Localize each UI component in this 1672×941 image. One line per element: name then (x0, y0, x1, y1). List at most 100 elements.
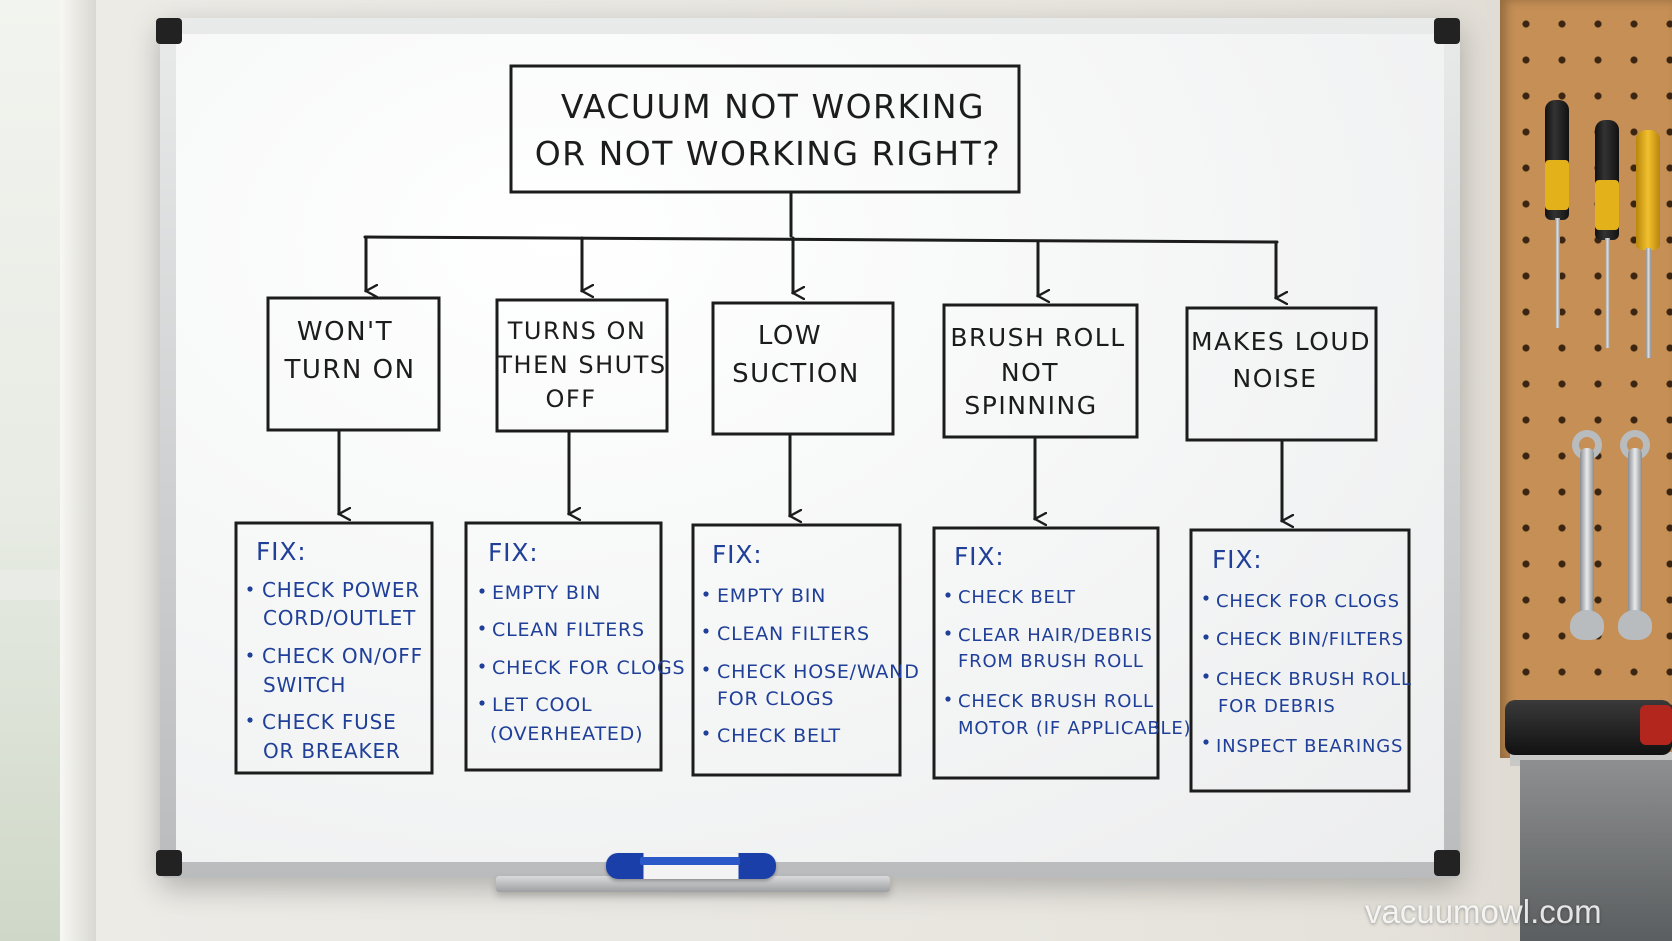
bullet-icon (247, 586, 253, 592)
bullet-icon (945, 592, 951, 598)
bullet-icon (703, 730, 709, 736)
frame-corner (156, 18, 182, 44)
bullet-icon (479, 663, 485, 669)
fix-list-1: FIX: CHECK POWER CORD/OUTLET CHECK ON/OF… (247, 537, 422, 763)
category-2-title: TURNS ON THEN SHUTS OFF (496, 317, 666, 413)
category-box-1 (266, 296, 441, 432)
category-4-title-line-3: SPINNING (964, 391, 1097, 420)
whiteboard (176, 34, 1444, 862)
fix-item-line: CHECK BRUSH ROLL (1216, 669, 1412, 690)
fix-boxes (234, 521, 1411, 793)
bullet-icon (703, 591, 709, 597)
marker-label (640, 857, 740, 865)
fix-label: FIX: (954, 542, 1005, 571)
fix-item-line: (OVERHEATED) (490, 723, 643, 745)
watermark: vacuumowl.com (1365, 893, 1602, 930)
category-2-title-line-3: OFF (546, 385, 597, 413)
category-5-title-line-1: MAKES LOUD (1191, 327, 1371, 356)
fix-box-1 (234, 521, 434, 775)
fix-item-line: CHECK HOSE/WAND (717, 661, 920, 683)
fix-item-line: CHECK BIN/FILTERS (1216, 629, 1404, 650)
fix-label: FIX: (712, 540, 763, 569)
category-2-title-line-1: TURNS ON (507, 317, 647, 345)
question-line-2: OR NOT WORKING RIGHT? (535, 134, 1002, 173)
category-boxes (266, 296, 1378, 442)
bullet-icon (1203, 673, 1209, 679)
category-1-title-line-1: WON'T (297, 317, 393, 347)
fix-label: FIX: (1212, 545, 1263, 574)
fix-item-line: LET COOL (492, 694, 592, 716)
bullet-icon (479, 588, 485, 594)
fix-item-line: CHECK FUSE (262, 710, 397, 734)
bullet-icon (945, 696, 951, 702)
window-light (0, 0, 60, 941)
fix-list-4: FIX: CHECK BELT CLEAR HAIR/DEBRIS FROM B… (945, 542, 1191, 739)
category-1-title-line-2: TURN ON (283, 355, 415, 385)
category-box-3 (711, 301, 895, 436)
fix-box-2 (464, 521, 663, 772)
fix-box-5 (1189, 528, 1411, 793)
category-3-title-line-2: SUCTION (732, 359, 860, 389)
bullet-icon (1203, 739, 1209, 745)
fix-item-line: INSPECT BEARINGS (1216, 736, 1403, 757)
frame-corner (1434, 18, 1460, 44)
category-4-title-line-2: NOT (1001, 358, 1059, 387)
fix-list-2: FIX: EMPTY BIN CLEAN FILTERS CHECK FOR C… (479, 538, 685, 745)
fix-item-line: FOR DEBRIS (1218, 696, 1336, 717)
fix-item-line: CLEAR HAIR/DEBRIS (958, 625, 1153, 646)
window-rail (0, 570, 60, 600)
fix-list-3: FIX: EMPTY BIN CLEAN FILTERS CHECK HOSE/… (703, 540, 919, 747)
bullet-icon (1203, 634, 1209, 640)
fix-item-line: OR BREAKER (263, 739, 401, 763)
category-3-title-line-1: LOW (758, 321, 822, 351)
fix-box-3 (691, 523, 902, 777)
bullet-icon (247, 652, 253, 658)
fix-item-line: CLEAN FILTERS (717, 623, 870, 645)
fix-connectors (339, 430, 1282, 521)
category-2-title-line-2: THEN SHUTS (496, 351, 666, 379)
category-5-title-line-2: NOISE (1233, 364, 1318, 393)
workbench (1520, 760, 1672, 941)
fix-item-line: CHECK FOR CLOGS (492, 657, 685, 679)
fix-item-line: MOTOR (IF APPLICABLE) (958, 718, 1191, 739)
category-3-title: LOW SUCTION (732, 321, 860, 389)
bullet-icon (703, 666, 709, 672)
fix-item-line: CHECK FOR CLOGS (1216, 591, 1400, 612)
fix-item-line: EMPTY BIN (492, 582, 601, 604)
category-5-title: MAKES LOUD NOISE (1191, 327, 1371, 393)
drill-accent (1640, 705, 1672, 745)
fix-item-line: CHECK BELT (958, 587, 1076, 608)
fix-item-line: CHECK BELT (717, 725, 841, 747)
fix-item-line: CLEAN FILTERS (492, 619, 645, 641)
category-box-4 (942, 303, 1139, 439)
window-frame (60, 0, 96, 941)
fix-label: FIX: (488, 538, 539, 567)
bullet-icon (703, 628, 709, 634)
fix-label: FIX: (256, 537, 307, 566)
fix-item-line: CHECK POWER (262, 578, 420, 602)
fix-list-5: FIX: CHECK FOR CLOGS CHECK BIN/FILTERS C… (1203, 545, 1411, 757)
frame-corner (1434, 850, 1460, 876)
fix-item-line: FOR CLOGS (717, 688, 834, 710)
category-box-5 (1185, 306, 1378, 442)
category-4-title-line-1: BRUSH ROLL (950, 323, 1125, 352)
bullet-icon (247, 717, 253, 723)
category-1-title: WON'T TURN ON (283, 317, 415, 385)
bullet-icon (1203, 595, 1209, 601)
question-box (509, 64, 1021, 194)
fix-item-line: CORD/OUTLET (263, 606, 416, 630)
category-box-2 (495, 298, 669, 433)
fix-box-4 (932, 526, 1160, 780)
bullet-icon (945, 630, 951, 636)
branch-line (363, 235, 1279, 244)
top-connectors (363, 190, 1279, 298)
frame-corner (156, 850, 182, 876)
question-line-1: VACUUM NOT WORKING (561, 87, 985, 126)
fix-item-line: CHECK BRUSH ROLL (958, 691, 1154, 712)
fix-item-line: SWITCH (263, 673, 346, 697)
fix-item-line: EMPTY BIN (717, 585, 826, 607)
fix-item-line: FROM BRUSH ROLL (958, 651, 1144, 672)
bullet-icon (479, 700, 485, 706)
question-node: VACUUM NOT WORKING OR NOT WORKING RIGHT? (509, 64, 1021, 194)
